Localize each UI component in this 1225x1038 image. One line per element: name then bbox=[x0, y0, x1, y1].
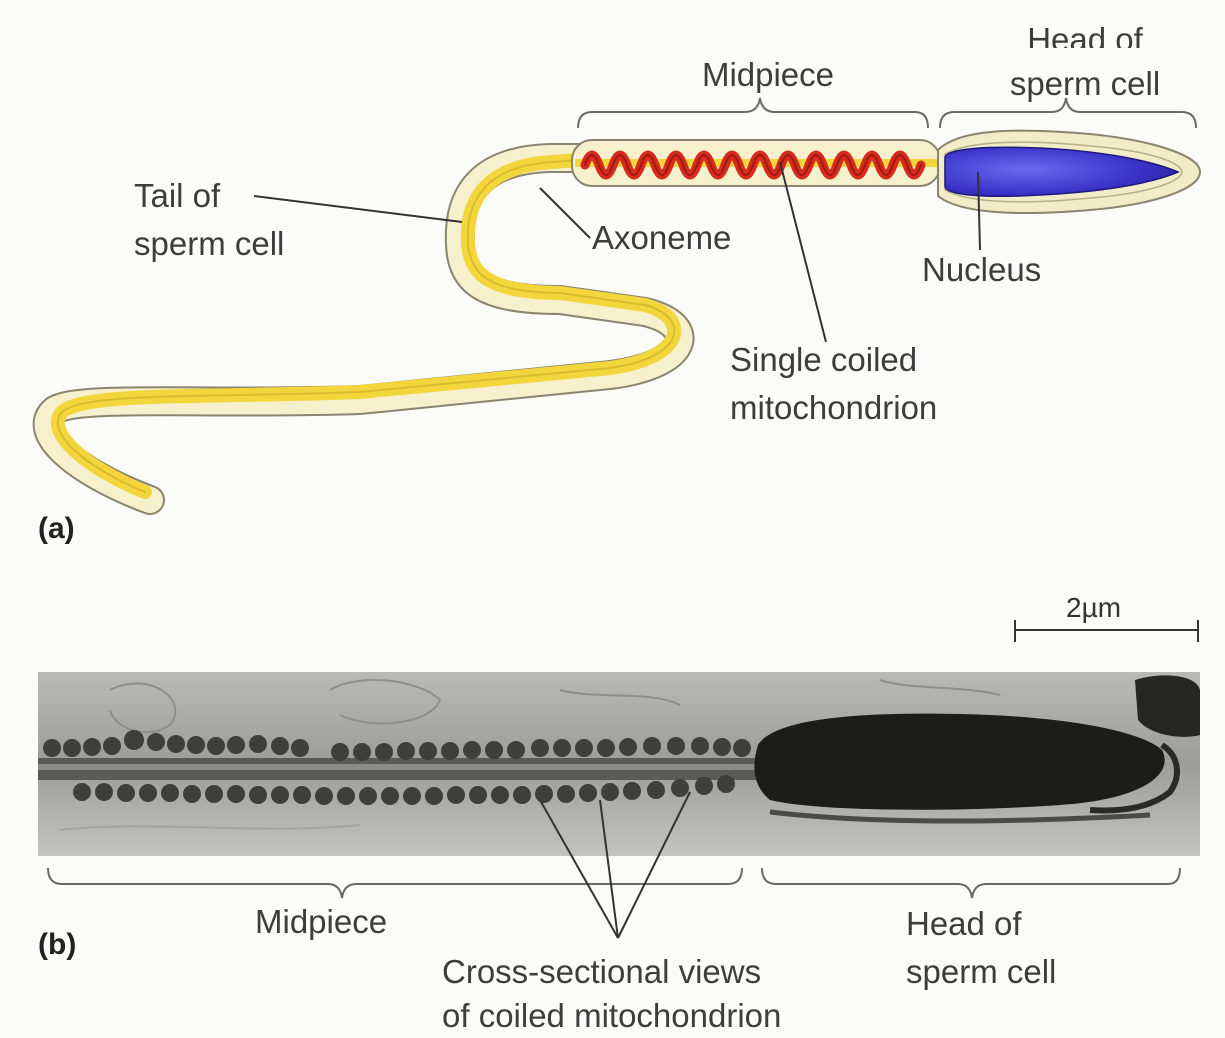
nucleus-label: Nucleus bbox=[922, 248, 1041, 292]
head-label-b-line2: sperm cell bbox=[906, 950, 1056, 994]
scale-bar-label: 2µm bbox=[1066, 592, 1121, 624]
tail-label-line2: sperm cell bbox=[134, 222, 284, 266]
head-label-b-line1: Head of bbox=[906, 902, 1022, 946]
panel-label-a: (a) bbox=[38, 512, 75, 546]
mitochondrion-label-line2: mitochondrion bbox=[730, 386, 937, 430]
axoneme-label: Axoneme bbox=[592, 216, 731, 260]
tail-leader-line bbox=[254, 196, 462, 222]
mitochondrion-leader-line bbox=[780, 162, 826, 342]
tail-label-line1: Tail of bbox=[134, 174, 220, 218]
midpiece-label-b: Midpiece bbox=[255, 900, 387, 944]
head-label-a-line2: sperm cell bbox=[975, 62, 1195, 106]
midpiece-bracket-b bbox=[48, 868, 742, 898]
cross-section-label-line2: of coiled mitochondrion bbox=[442, 994, 781, 1038]
head-bracket-b bbox=[762, 868, 1180, 898]
midpiece-bracket-a bbox=[578, 98, 928, 128]
cross-section-label-line1: Cross-sectional views bbox=[442, 950, 761, 994]
midpiece-label-a: Midpiece bbox=[668, 53, 868, 97]
mitochondrion-label-line1: Single coiled bbox=[730, 338, 917, 382]
electron-micrograph bbox=[38, 672, 1200, 856]
axoneme-leader-line bbox=[540, 188, 590, 238]
panel-label-b: (b) bbox=[38, 928, 76, 962]
head-label-a-line1: Head of bbox=[975, 18, 1195, 48]
